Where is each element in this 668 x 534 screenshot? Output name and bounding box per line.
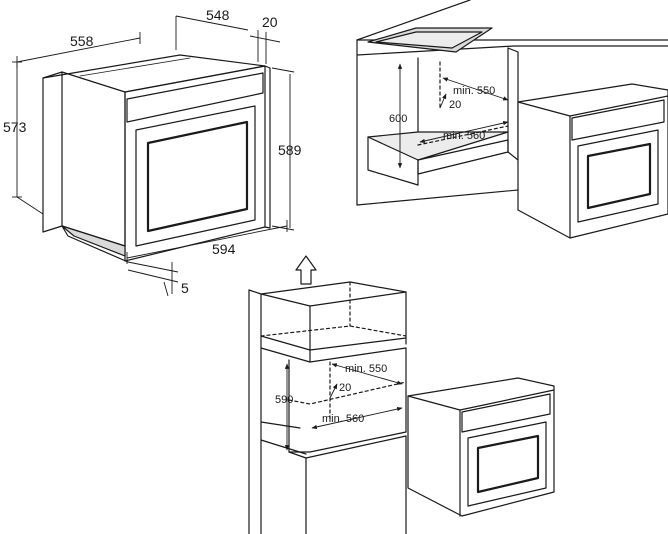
dim-under-counter-rear-gap: 20 — [449, 99, 461, 111]
dim-oven-bottom-gap: 5 — [181, 280, 189, 296]
under-counter-oven — [517, 83, 668, 239]
column-installation: 590 min. 550 20 min. 560 — [248, 255, 555, 534]
dim-under-counter-height: 600 — [389, 113, 407, 125]
column-oven — [407, 377, 555, 517]
dim-column-depth: min. 550 — [345, 363, 387, 375]
dim-under-counter-width: min. 560 — [443, 130, 485, 142]
dim-oven-depth-top: 558 — [70, 33, 94, 49]
oven-body-side — [42, 71, 63, 233]
dim-column-height: 590 — [275, 394, 293, 406]
dim-oven-width-front: 594 — [212, 241, 236, 257]
ventilation-arrow-icon — [295, 255, 317, 285]
dim-oven-front-thickness: 20 — [262, 14, 278, 30]
oven-control-panel — [126, 72, 264, 123]
dim-oven-depth-body: 548 — [206, 7, 230, 23]
dim-under-counter-depth: min. 550 — [453, 85, 495, 97]
dim-column-rear-gap: 20 — [339, 382, 351, 394]
oven-door — [135, 105, 256, 247]
oven-window — [146, 120, 249, 233]
oven-dimension-drawing: 558 548 20 573 589 594 5 — [3, 7, 302, 297]
dim-column-width: min. 560 — [322, 413, 364, 425]
column-oven-window — [476, 434, 540, 494]
under-counter-oven-window — [586, 142, 652, 210]
under-counter-installation: 600 min. 550 20 min. 560 — [356, 0, 668, 239]
dim-oven-height-body: 573 — [3, 119, 27, 135]
dim-oven-height-front: 589 — [278, 142, 302, 158]
